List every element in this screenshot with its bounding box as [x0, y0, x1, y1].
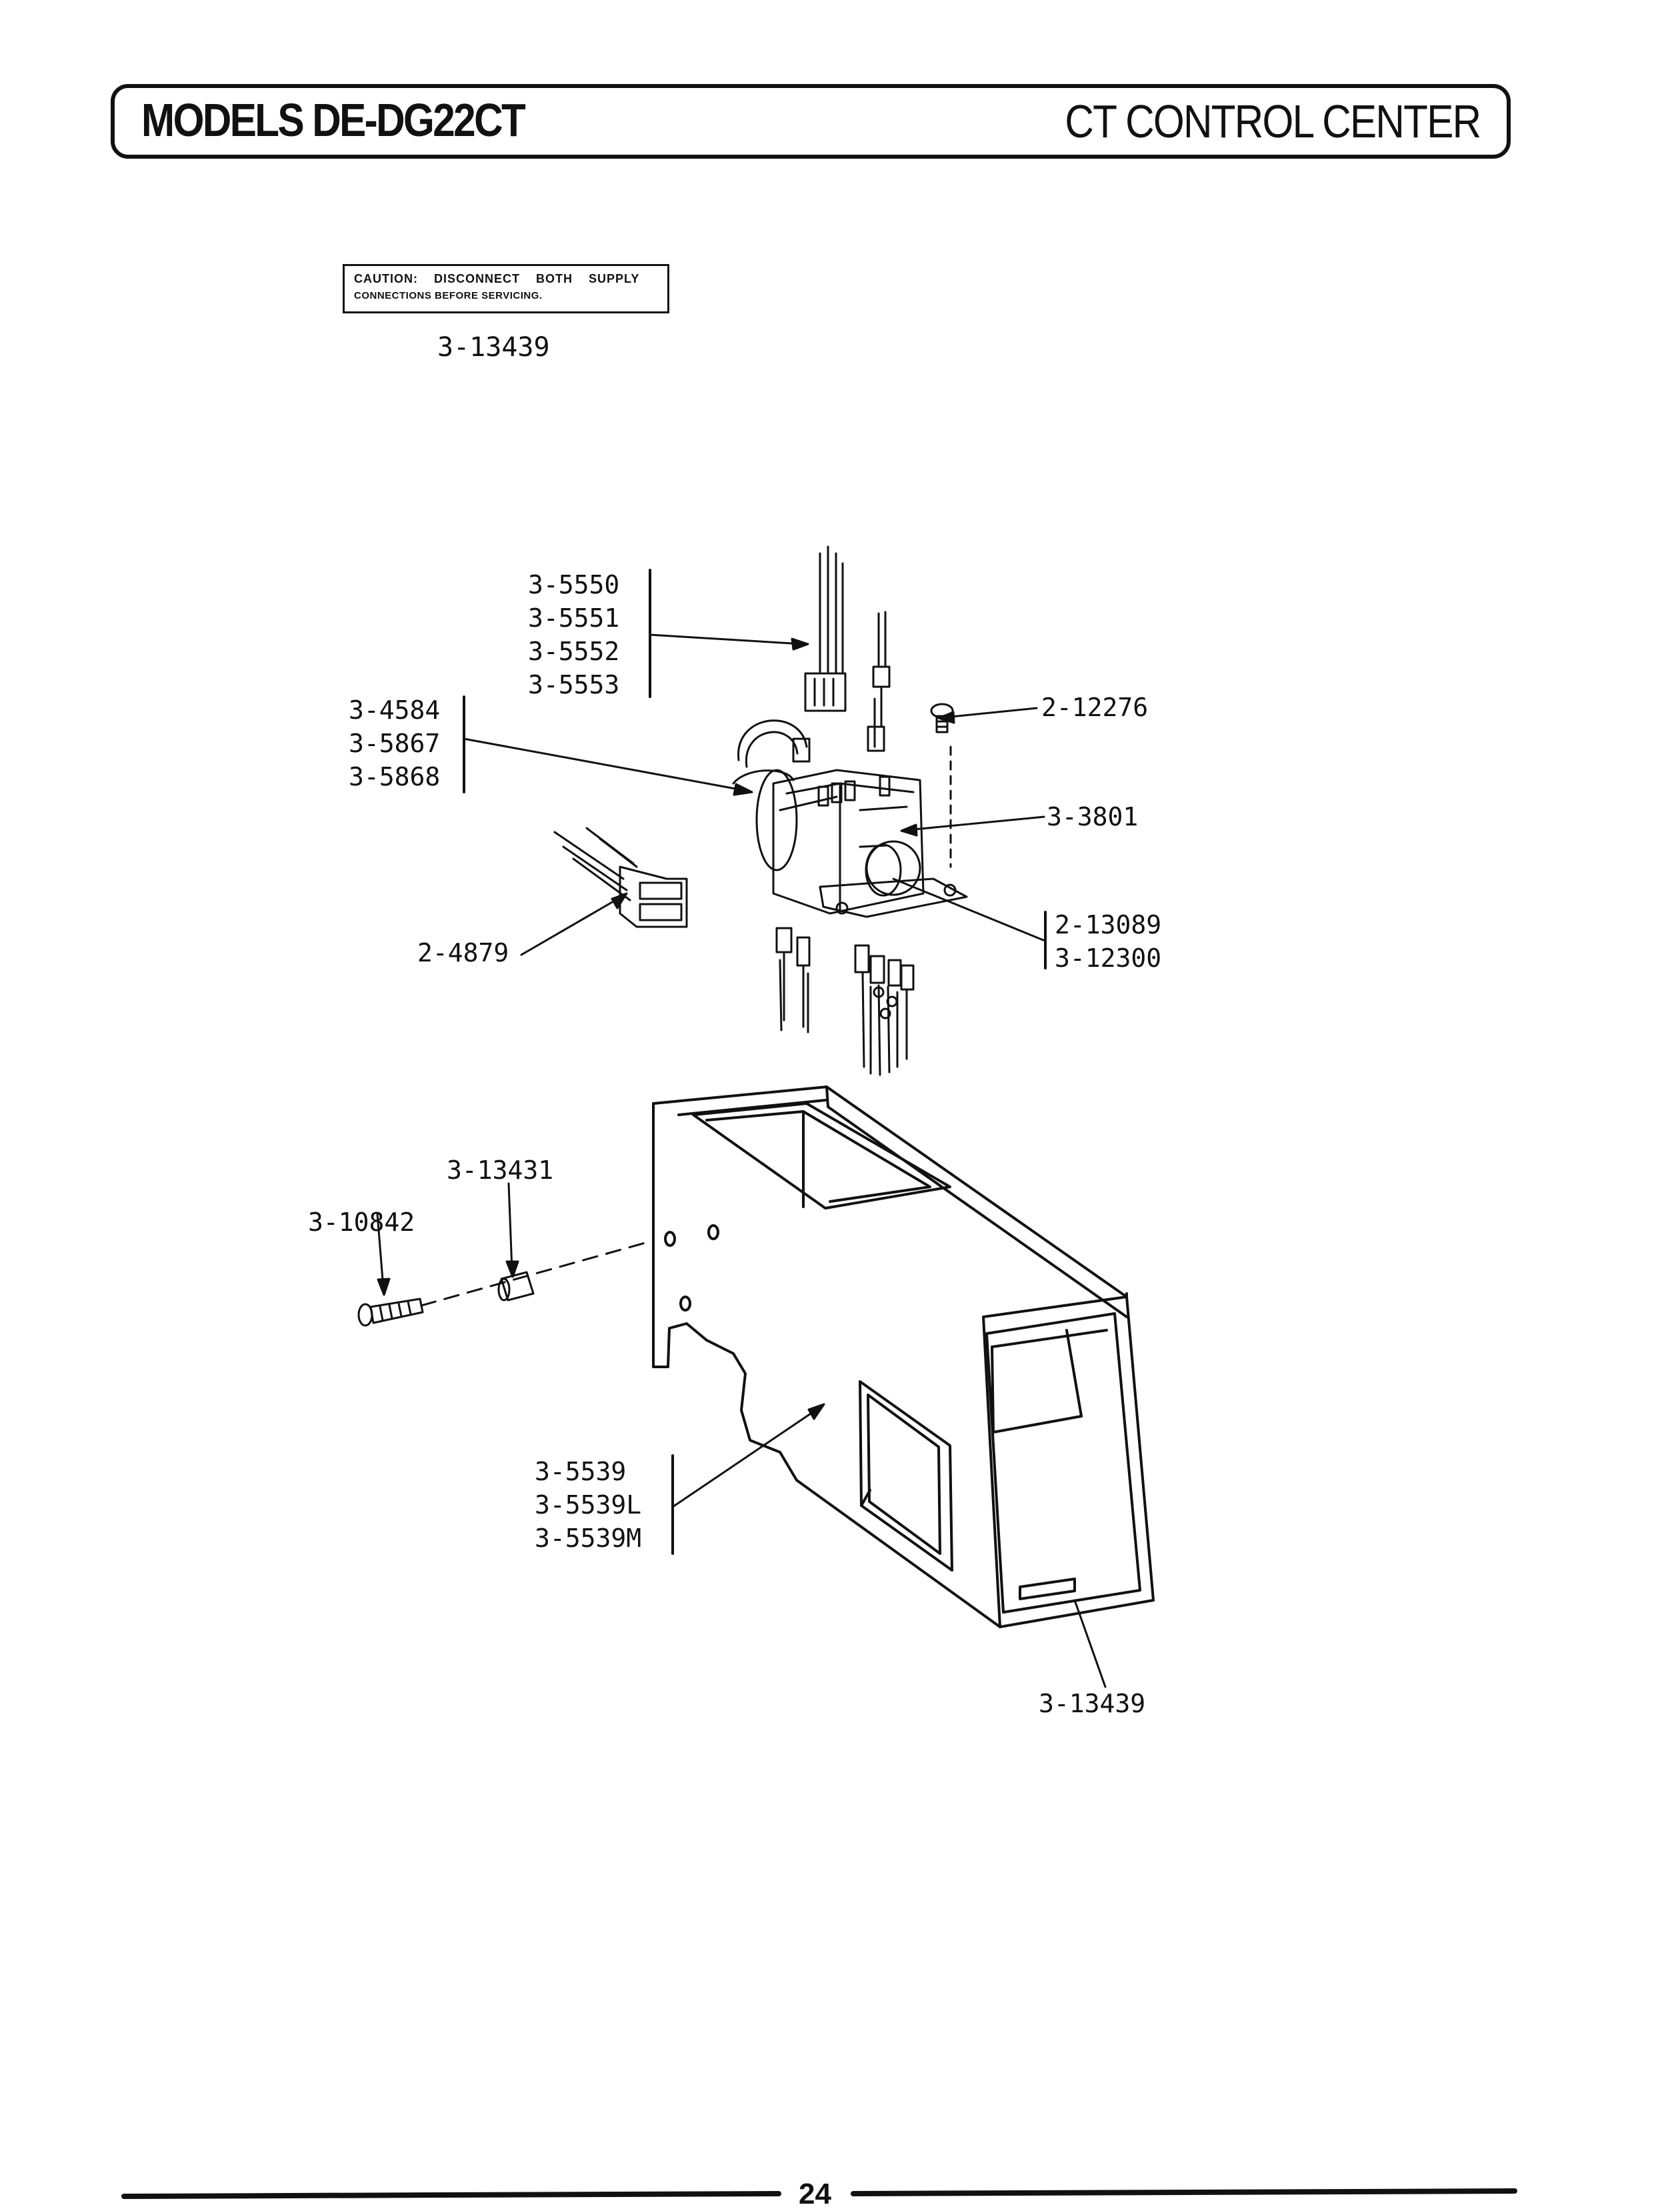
- housing: [652, 1085, 1155, 1628]
- part-number: 3-5551: [528, 603, 620, 633]
- caution-line-2: CONNECTIONS BEFORE SERVICING.: [354, 290, 543, 301]
- callout-bars: [463, 569, 1047, 1555]
- label-connector: 2-4879: [417, 938, 509, 967]
- caution-label: CAUTION: DISCONNECT BOTH SUPPLY CONNECTI…: [343, 264, 669, 313]
- part-number: 2-13089: [1055, 910, 1162, 939]
- part-number: 3-5553: [528, 670, 620, 699]
- label-spacer: 3-13431: [447, 1156, 554, 1185]
- part-number: 3-5868: [349, 762, 441, 791]
- part-number: 3-5539L: [535, 1490, 642, 1520]
- part-number: 3-5552: [528, 637, 620, 666]
- label-motor-group: 3-4584 3-5867 3-5868: [349, 693, 440, 793]
- label-screw-top: 2-12276: [1041, 693, 1149, 722]
- timer-assembly: [732, 719, 968, 918]
- label-screw-bottom: 3-10842: [308, 1208, 415, 1237]
- page-number: 24: [799, 2178, 831, 2210]
- header-box: MODELS DE-DG22CT CT CONTROL CENTER: [111, 84, 1511, 159]
- part-number: 3-4584: [349, 695, 441, 725]
- part-number: 3-5539: [535, 1457, 627, 1486]
- spacer: [497, 1271, 535, 1302]
- wire-harness: [804, 545, 891, 752]
- screw-top: [930, 703, 954, 868]
- part-number: 3-12300: [1055, 943, 1162, 973]
- caution-line-1: CAUTION: DISCONNECT BOTH SUPPLY: [354, 272, 640, 285]
- part-number: 3-5867: [349, 729, 441, 758]
- label-housing-group: 3-5539 3-5539L 3-5539M: [535, 1455, 641, 1555]
- label-knob-group: 2-13089 3-12300: [1055, 908, 1161, 975]
- section-title: CT CONTROL CENTER: [1065, 95, 1481, 147]
- assembly-dash-line: [420, 1240, 651, 1307]
- label-bottom-caution: 3-13439: [1039, 1689, 1146, 1718]
- label-timer: 3-3801: [1047, 802, 1139, 831]
- part-number: 3-5550: [528, 570, 620, 599]
- screw-bottom: [357, 1298, 424, 1327]
- connector: [553, 827, 688, 928]
- label-wire-harness: 3-5550 3-5551 3-5552 3-5553: [528, 568, 619, 701]
- caution-part-number: 3-13439: [437, 332, 550, 363]
- footer-rules: [121, 2188, 1517, 2199]
- models-title: MODELS DE-DG22CT: [141, 94, 526, 146]
- terminal-leads: [775, 927, 915, 1076]
- leader-lines: [376, 633, 1107, 1688]
- part-number: 3-5539M: [535, 1524, 642, 1553]
